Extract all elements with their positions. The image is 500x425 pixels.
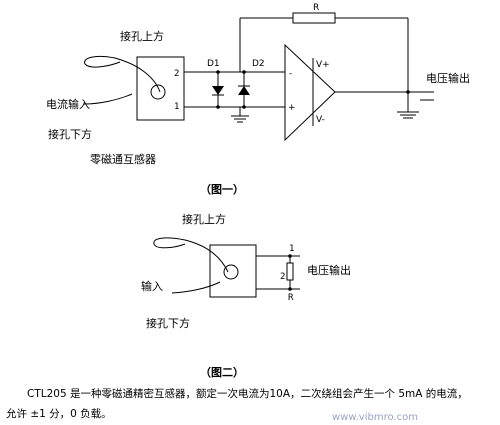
d2-label: D2 [252, 59, 265, 69]
fig2-top-label: 接孔上方 [182, 212, 226, 226]
description: CTL205 是一种零磁通精密互感器，额定一次电流为10A，二次绕组会产生一个 … [6, 384, 496, 424]
fig2-bottom-label: 接孔下方 [146, 316, 190, 330]
figure-1: 2 1 D1 D2 R - + [46, 3, 470, 196]
op-amp [284, 43, 336, 142]
v-minus-label: V- [316, 115, 325, 125]
sensor-aperture [150, 84, 166, 100]
pin-2-label: 2 [174, 69, 179, 79]
fig2-input-wire-curve [153, 237, 229, 273]
fig2-input-wire-lead [171, 281, 221, 294]
fig2-sensor-aperture [223, 264, 239, 280]
feedback-resistor [292, 12, 336, 24]
input-wire-curve [84, 55, 161, 93]
v-plus-label: V+ [316, 60, 330, 70]
d1-diode [212, 86, 224, 95]
fig1-sensor-label: 零磁通互感器 [90, 153, 156, 166]
op-amp-plus: + [288, 103, 296, 113]
input-wire-lead [83, 93, 133, 105]
d2-diode [238, 86, 250, 95]
fig1-caption: （图一） [200, 183, 244, 196]
description-line-2: 允许 ±1 分，0 负载。 [6, 408, 112, 420]
description-line-1: CTL205 是一种零磁通精密互感器，额定一次电流为10A，二次绕组会产生一个 … [27, 388, 468, 400]
fig2-input-label: 输入 [141, 279, 163, 293]
fig2-caption: （图二） [200, 366, 244, 379]
fig2-resistor [286, 262, 294, 281]
fig1-top-label: 接孔上方 [120, 29, 164, 43]
resistor-label: R [313, 3, 319, 13]
fig1-input-label: 电流输入 [46, 97, 90, 111]
watermark: www.vibmro.com [332, 412, 418, 423]
fig2-pin-2-label: 2 [280, 272, 285, 282]
op-amp-minus: - [289, 69, 292, 79]
fig2-resistor-label: R [288, 293, 294, 303]
fig2-sensor-box [209, 244, 257, 298]
fig2-pin-1-label: 1 [289, 244, 294, 254]
pin-1-label: 1 [174, 102, 179, 112]
fig2-output-label: 电压输出 [307, 263, 351, 277]
sensor-box [136, 56, 185, 121]
fig1-output-label: 电压输出 [426, 71, 470, 85]
fig1-bottom-label: 接孔下方 [48, 127, 92, 141]
figure-2: 1 2 R 接孔上方 输入 接孔下方 电压输出 （图二） [141, 212, 351, 379]
d1-label: D1 [207, 59, 220, 69]
